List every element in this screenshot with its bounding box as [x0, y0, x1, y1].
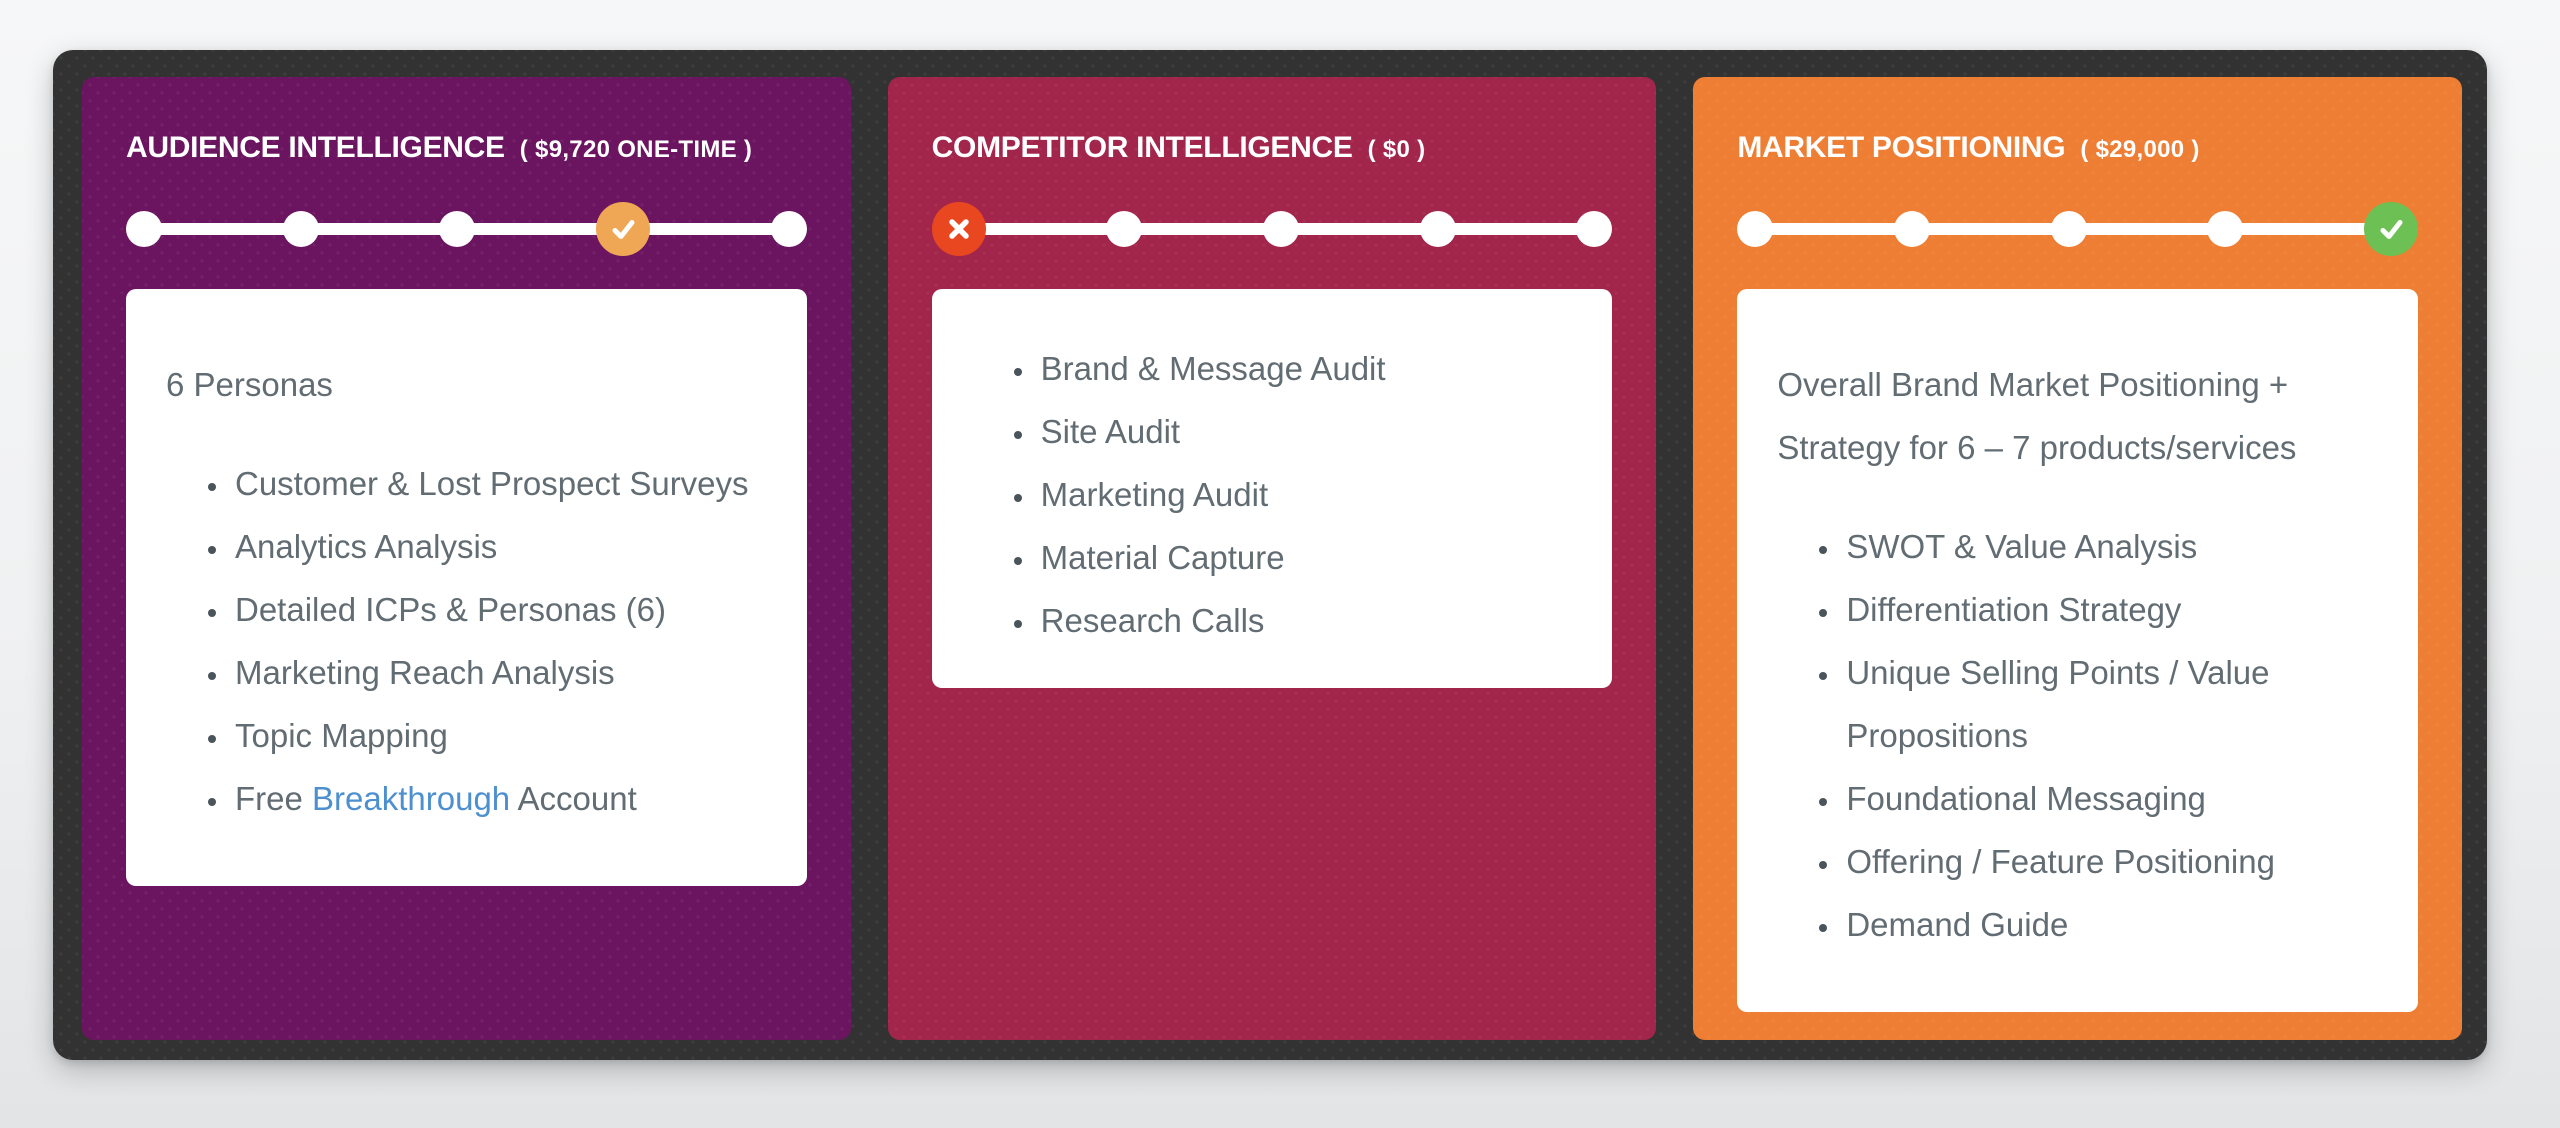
list-item-text: Demand Guide [1846, 906, 2069, 943]
list-item: Foundational Messaging [1842, 767, 2382, 830]
content-box: 6 Personas Customer & Lost Prospect Surv… [126, 289, 807, 886]
list-item: Marketing Reach Analysis [231, 641, 771, 704]
list-item: Topic Mapping [231, 704, 771, 767]
list-item-text: Marketing Reach Analysis [235, 654, 615, 691]
list-item: Customer & Lost Prospect Surveys [231, 452, 771, 515]
list-item-text: Site Audit [1040, 413, 1181, 450]
list-item-text: Material Capture [1040, 539, 1285, 576]
list-item-text: Marketing Audit [1040, 476, 1269, 513]
intro-text: Overall Brand Market Positioning + Strat… [1777, 366, 2297, 466]
step-complete-check-icon [595, 202, 650, 256]
list-item: Demand Guide [1842, 893, 2382, 956]
list-item-text: Customer & Lost Prospect Surveys [235, 465, 749, 502]
step-dot [1894, 211, 1930, 247]
list-item-text: Offering / Feature Positioning [1846, 843, 2275, 880]
progress-stepper [1737, 202, 2418, 256]
step-dot [282, 211, 319, 247]
card-title-text: COMPETITOR INTELLIGENCE [931, 131, 1353, 164]
list-item-text: Unique Selling Points / Value Propositio… [1846, 654, 2270, 754]
breakthrough-link[interactable]: Breakthrough [312, 780, 511, 817]
list-item: SWOT & Value Analysis [1842, 515, 2382, 578]
list-item: Unique Selling Points / Value Propositio… [1842, 641, 2382, 767]
step-dot [2050, 211, 2087, 247]
list-item: Analytics Analysis [231, 515, 771, 578]
feature-list: SWOT & Value AnalysisDifferentiation Str… [1777, 515, 2382, 956]
content-box: Overall Brand Market Positioning + Strat… [1737, 289, 2419, 1012]
step-dot [2207, 211, 2244, 247]
step-complete-check-icon [2363, 202, 2418, 256]
intro-text: 6 Personas [166, 366, 333, 403]
list-item: Free Breakthrough Account [231, 767, 771, 830]
step-dot [1737, 211, 1774, 247]
list-item-text: Analytics Analysis [235, 528, 498, 565]
list-item-text: SWOT & Value Analysis [1846, 528, 2198, 565]
card-price: ( $9,720 ONE-TIME ) [519, 136, 753, 163]
pricing-board: AUDIENCE INTELLIGENCE ( $9,720 ONE-TIME … [53, 50, 2487, 1060]
list-item-text: Detailed ICPs & Personas (6) [235, 591, 667, 628]
list-item: Material Capture [1037, 526, 1577, 589]
card-title: AUDIENCE INTELLIGENCE ( $9,720 ONE-TIME … [126, 77, 807, 169]
feature-list: Brand & Message AuditSite AuditMarketing… [972, 337, 1577, 652]
feature-list: Customer & Lost Prospect SurveysAnalytic… [166, 452, 771, 830]
list-item-text: Brand & Message Audit [1040, 350, 1386, 387]
list-item-text: Foundational Messaging [1846, 780, 2206, 817]
list-item-text: Account [510, 780, 637, 817]
list-item: Research Calls [1037, 589, 1577, 652]
step-dot [770, 211, 807, 247]
list-item: Marketing Audit [1037, 463, 1577, 526]
card-title: MARKET POSITIONING ( $29,000 ) [1737, 77, 2418, 169]
card-market-positioning: MARKET POSITIONING ( $29,000 ) Overall B… [1693, 77, 2462, 1040]
step-failed-cross-icon [931, 202, 986, 256]
card-title: COMPETITOR INTELLIGENCE ( $0 ) [932, 77, 1613, 169]
list-item-text: Research Calls [1040, 602, 1265, 639]
card-title-text: MARKET POSITIONING [1737, 131, 2066, 164]
list-item: Site Audit [1037, 400, 1577, 463]
card-price: ( $29,000 ) [2080, 136, 2200, 163]
list-item-text: Differentiation Strategy [1846, 591, 2182, 628]
card-audience-intelligence: AUDIENCE INTELLIGENCE ( $9,720 ONE-TIME … [82, 77, 851, 1040]
card-price: ( $0 ) [1367, 136, 1426, 163]
progress-stepper [931, 202, 1613, 256]
list-item-text: Topic Mapping [235, 717, 448, 754]
step-dot [126, 211, 162, 247]
list-item: Brand & Message Audit [1037, 337, 1577, 400]
progress-stepper [126, 202, 807, 256]
content-box: Brand & Message AuditSite AuditMarketing… [931, 289, 1613, 688]
step-dot [1576, 211, 1613, 247]
card-competitor-intelligence: COMPETITOR INTELLIGENCE ( $0 ) Brand & M… [888, 77, 1657, 1040]
step-dot [1419, 211, 1456, 247]
step-dot [1262, 211, 1299, 247]
list-item: Detailed ICPs & Personas (6) [231, 578, 771, 641]
list-item-text: Free [235, 780, 313, 817]
step-dot [439, 211, 476, 247]
card-title-text: AUDIENCE INTELLIGENCE [126, 131, 505, 164]
list-item: Differentiation Strategy [1842, 578, 2382, 641]
step-dot [1106, 211, 1143, 247]
list-item: Offering / Feature Positioning [1842, 830, 2382, 893]
